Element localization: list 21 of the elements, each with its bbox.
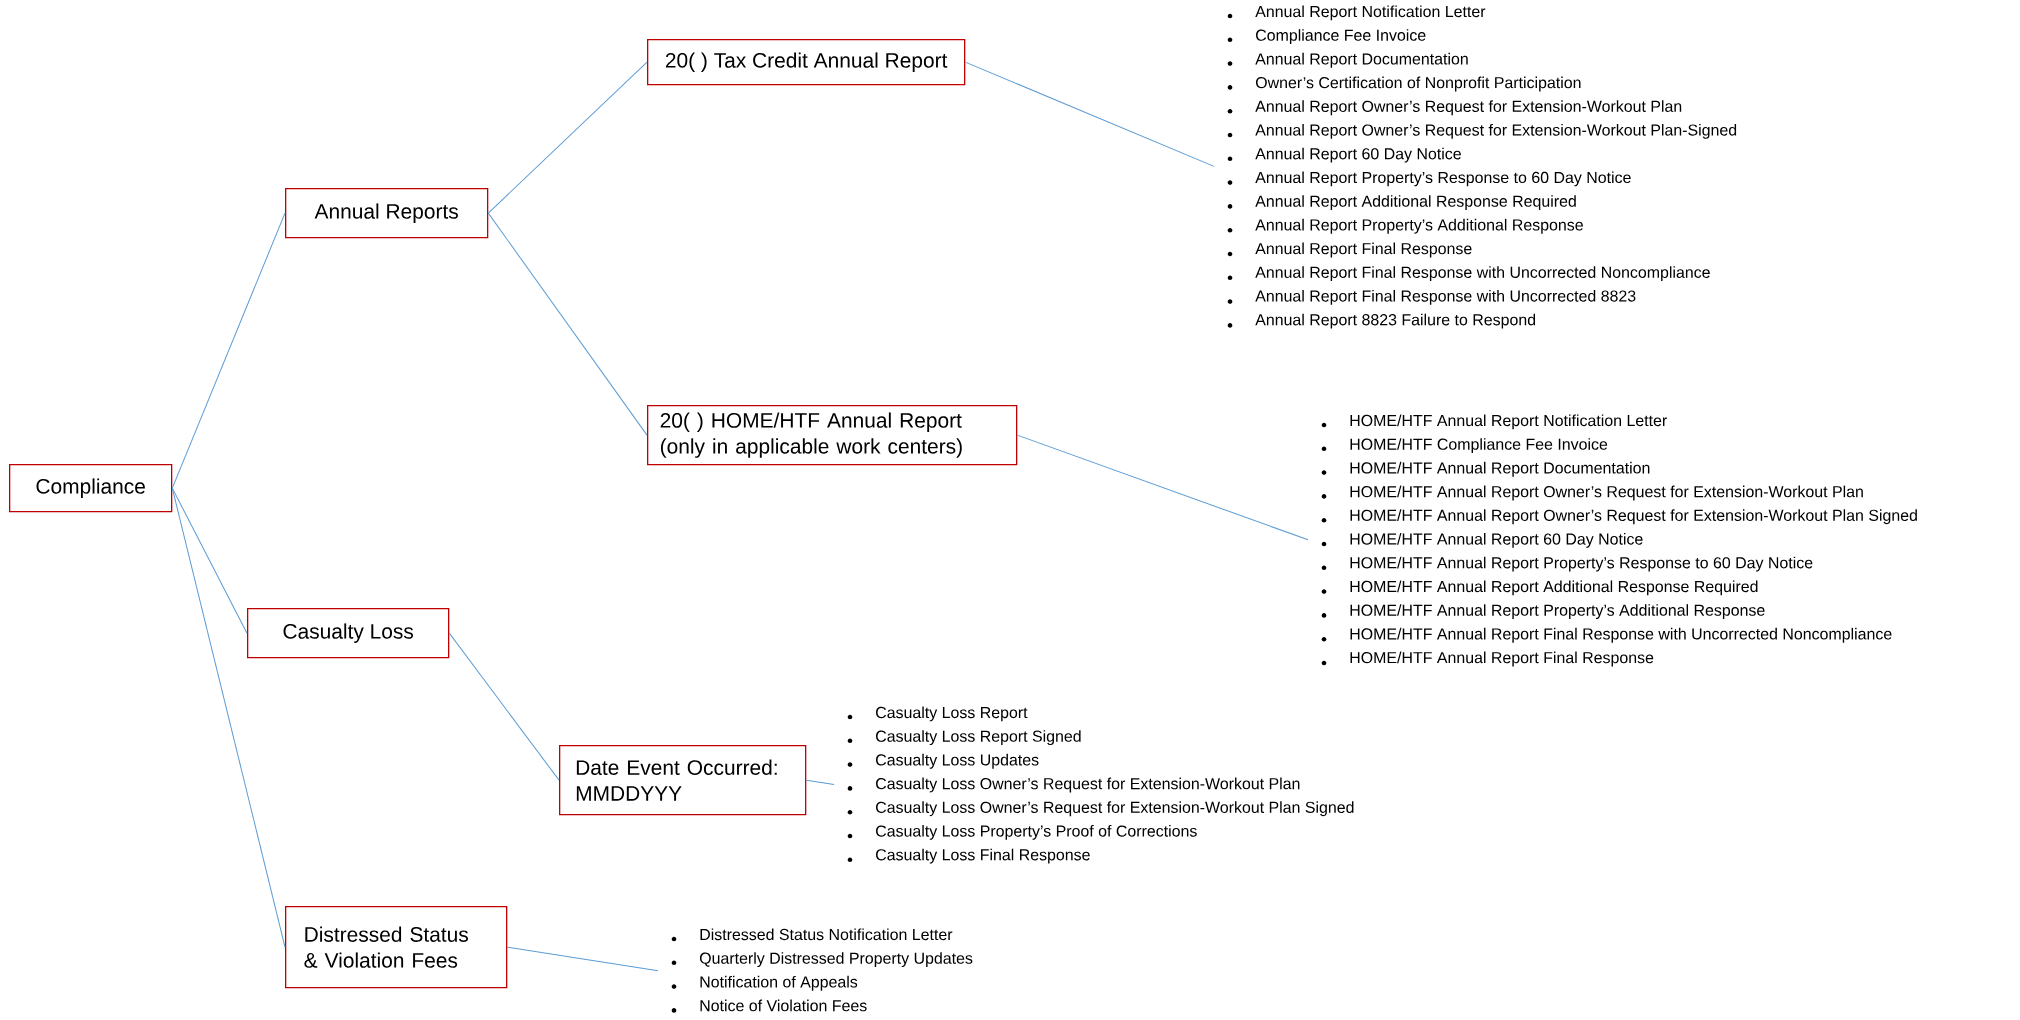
box: 20( ) Tax Credit Annual Report: [647, 39, 966, 86]
box: Compliance: [9, 464, 173, 513]
box: Date Event Occurred: MMDDYYY: [559, 745, 807, 816]
connector-line: [964, 61, 1215, 167]
bullet-list: Annual Report Notification Letter Compliance Fee Invoice Annual Report Documentation Owner’s Certification of Nonprofit Participation Annual Report Owner’s Request for Extension-Workout Plan Annual Report Owner’s Request for Extension-Workout Plan-Signed Annual Report 60 Day Notice Annual Report Property’s Response to 60 Day Notice Annual Report Additional Response Required Annual Report Property’s Additional Response Annual Report Final Response Annual Report Final Response with Uncorrected Noncompliance Annual Report Final Response with Uncorrected 8823 Annual Report 8823 Failure to Respond: [1255, 5, 1737, 329]
connector-line: [805, 779, 835, 785]
connector-line: [171, 487, 248, 634]
bullet-list: Distressed Status Notification Letter Quarterly Distressed Property Updates Notification of Appeals Notice of Violation Fees: [699, 928, 973, 1012]
box: Distressed Status & Violation Fees: [285, 906, 508, 989]
connector-line: [1016, 434, 1309, 541]
connector-line: [171, 212, 286, 489]
box: 20( ) HOME/HTF Annual Report (only in applicable work centers): [647, 405, 1018, 466]
connector-line: [487, 61, 648, 214]
bullet-list: HOME/HTF Annual Report Notification Letter HOME/HTF Compliance Fee Invoice HOME/HTF Annual Report Documentation HOME/HTF Annual Report Owner’s Request for Extension-Workout Plan HOME/HTF Annual Report Owner’s Request for Extension-Workout Plan Signed HOME/HTF Annual Report 60 Day Notice HOME/HTF Annual Report Property’s Response to 60 Day Notice HOME/HTF Annual Report Additional Response Required HOME/HTF Annual Report Property’s Additional Response HOME/HTF Annual Report Final Response with Uncorrected Noncompliance HOME/HTF Annual Report Final Response: [1350, 414, 1917, 667]
connector-line: [487, 212, 648, 436]
box: Annual Reports: [285, 188, 489, 239]
box: Casualty Loss: [247, 608, 450, 659]
connector-line: [171, 487, 286, 948]
connector-line: [506, 946, 659, 972]
connector-line: [448, 632, 560, 781]
bullet-list: Casualty Loss Report Casualty Loss Report Signed Casualty Loss Updates Casualty Loss Owner’s Request for Extension-Workout Plan Casualty Loss Owner’s Request for Extension-Workout Plan Signed Casualty Loss Property’s Proof of Corrections Casualty Loss Final Response: [876, 706, 1354, 864]
